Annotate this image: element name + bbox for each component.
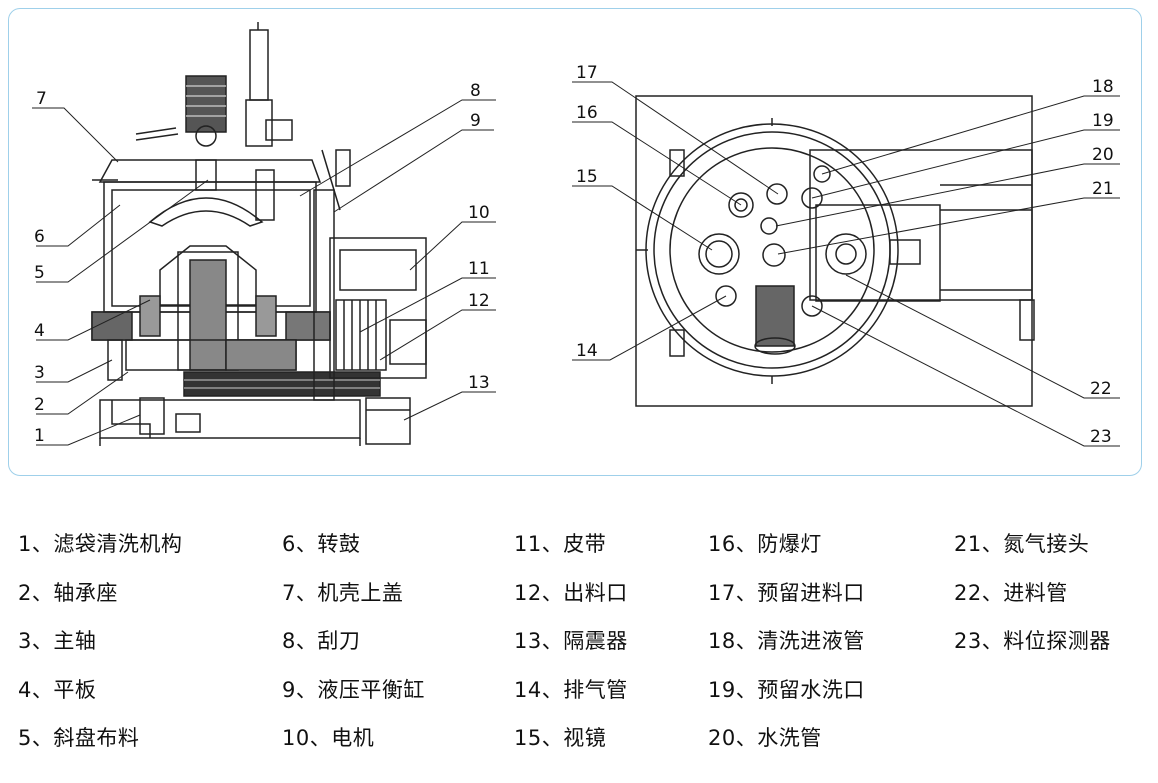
callout-8: 8 — [470, 81, 481, 101]
legend-item: 11、皮带 — [514, 532, 607, 556]
legend-item: 22、进料管 — [954, 580, 1068, 605]
callout-16: 16 — [576, 103, 598, 123]
callout-23: 23 — [1090, 427, 1112, 447]
legend-item: 20、水洗管 — [708, 726, 822, 750]
legend-item: 5、斜盘布料 — [18, 726, 140, 750]
legend-item: 9、液压平衡缸 — [282, 677, 425, 702]
legend-item: 13、隔震器 — [514, 629, 628, 653]
legend-item: 18、清洗进液管 — [708, 629, 865, 653]
callout-3: 3 — [34, 363, 45, 383]
legend-item: 2、轴承座 — [18, 580, 118, 605]
legend-item: 12、出料口 — [514, 580, 628, 605]
legend-column-1: 1、滤袋清洗机构 2、轴承座 3、主轴 4、平板 5、斜盘布料 — [18, 520, 182, 763]
callout-20: 20 — [1092, 145, 1114, 165]
legend-item: 3、主轴 — [18, 629, 97, 653]
callout-9: 9 — [470, 111, 481, 131]
callout-7: 7 — [36, 89, 47, 109]
callout-10: 10 — [468, 203, 490, 223]
callout-11: 11 — [468, 259, 490, 279]
legend-item: 16、防爆灯 — [708, 532, 822, 556]
legend-item: 8、刮刀 — [282, 629, 361, 653]
legend-item: 6、转鼓 — [282, 532, 361, 556]
callout-13: 13 — [468, 373, 490, 393]
callout-4: 4 — [34, 321, 45, 341]
top-plan-view — [635, 95, 1035, 407]
parts-legend: 1、滤袋清洗机构 2、轴承座 3、主轴 4、平板 5、斜盘布料 6、转鼓 7、机… — [0, 520, 1158, 770]
callout-19: 19 — [1092, 111, 1114, 131]
legend-item: 17、预留进料口 — [708, 580, 865, 605]
callout-6: 6 — [34, 227, 45, 247]
callout-14: 14 — [576, 341, 598, 361]
callout-17: 17 — [576, 63, 598, 83]
callout-1: 1 — [34, 426, 45, 446]
legend-item: 1、滤袋清洗机构 — [18, 532, 183, 556]
legend-item: 15、视镜 — [514, 726, 607, 750]
front-section-view — [91, 22, 427, 446]
legend-item: 19、预留水洗口 — [708, 677, 865, 702]
callout-15: 15 — [576, 167, 598, 187]
callout-12: 12 — [468, 291, 490, 311]
leader-lines — [32, 81, 1120, 447]
legend-item: 4、平板 — [18, 677, 97, 702]
legend-column-2: 6、转鼓 7、机壳上盖 8、刮刀 9、液压平衡缸 10、电机 — [282, 520, 425, 763]
legend-item: 7、机壳上盖 — [282, 580, 404, 605]
legend-item: 14、排气管 — [514, 677, 628, 702]
callout-18: 18 — [1092, 77, 1114, 97]
legend-column-5: 21、氮气接头 22、进料管 23、料位探测器 — [954, 520, 1111, 666]
legend-column-4: 16、防爆灯 17、预留进料口 18、清洗进液管 19、预留水洗口 20、水洗管 — [708, 520, 865, 763]
callout-5: 5 — [34, 263, 45, 283]
callout-2: 2 — [34, 395, 45, 415]
legend-item: 23、料位探测器 — [954, 629, 1111, 653]
legend-item: 21、氮气接头 — [954, 532, 1090, 556]
callout-21: 21 — [1092, 179, 1114, 199]
legend-column-3: 11、皮带 12、出料口 13、隔震器 14、排气管 15、视镜 — [514, 520, 628, 763]
callout-22: 22 — [1090, 379, 1112, 399]
callout-labels: 7 6 5 4 3 2 1 8 9 10 11 12 13 17 16 15 1… — [34, 63, 1114, 447]
legend-item: 10、电机 — [282, 726, 375, 750]
